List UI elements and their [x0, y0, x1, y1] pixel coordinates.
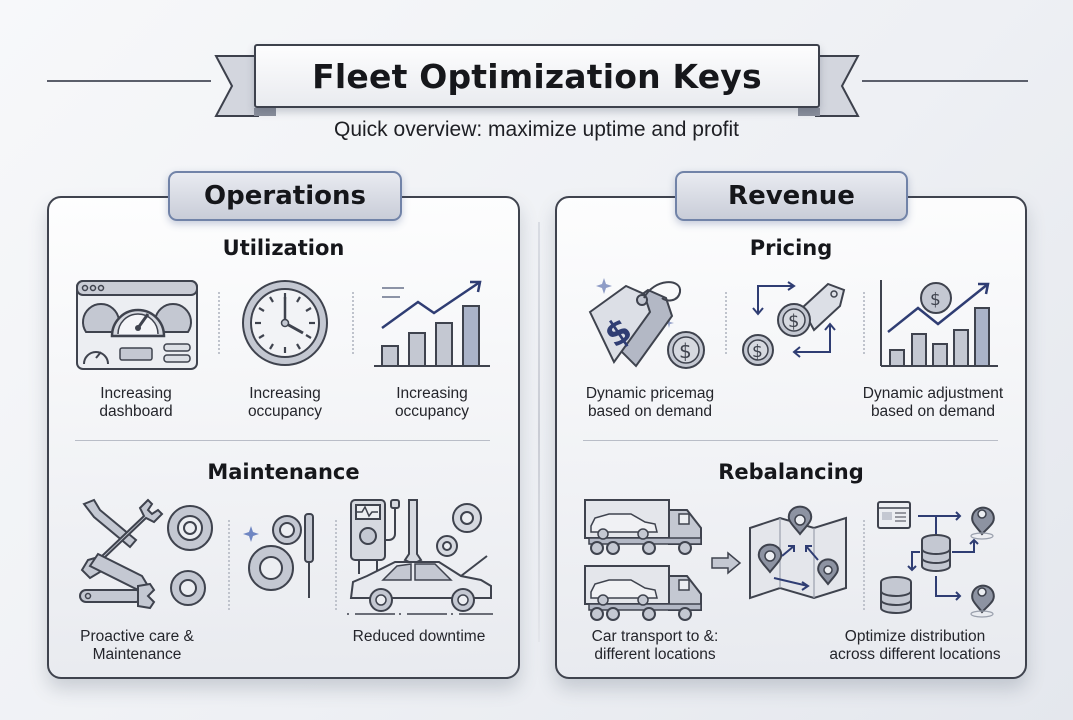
reduced-downtime-caption: Reduced downtime: [352, 628, 486, 645]
section-divider: [75, 440, 490, 441]
proactive-care-caption: Proactive care & Maintenance: [80, 628, 194, 663]
optimize-distribution-caption: Optimize distribution across different l…: [829, 628, 1001, 663]
pricemag-caption: Dynamic pricemag based on demand: [585, 385, 715, 420]
gears-screwdriver-icon: [243, 510, 325, 602]
dollar-bar-chart-icon: $: [878, 278, 1000, 370]
clock-icon: [241, 279, 329, 367]
svg-text:$: $: [930, 290, 941, 310]
column-separator: [228, 520, 230, 610]
right-arrow-icon: [711, 551, 742, 575]
svg-text:$: $: [752, 342, 763, 362]
bar-chart-caption: Increasing occupancy: [394, 385, 470, 420]
utilization-heading: Utilization: [222, 236, 345, 260]
dollar-exchange-icon: $ $: [742, 280, 848, 368]
diagnostic-car-icon: [345, 498, 495, 618]
pricing-heading: Pricing: [749, 236, 833, 260]
page-subtitle: Quick overview: maximize uptime and prof…: [334, 118, 739, 141]
header-rule-right: [862, 80, 1028, 82]
revenue-tab: Revenue: [675, 171, 908, 221]
distribution-network-icon: [876, 496, 1002, 620]
dashboard-icon: [76, 280, 198, 370]
column-separator: [725, 292, 727, 354]
column-separator: [863, 520, 865, 610]
page-title: Fleet Optimization Keys: [312, 56, 762, 96]
column-separator: [863, 292, 865, 354]
adjustment-caption: Dynamic adjustment based on demand: [862, 385, 1004, 420]
column-separator: [352, 292, 354, 354]
section-divider: [583, 440, 998, 441]
maintenance-heading: Maintenance: [207, 460, 360, 484]
operations-tab: Operations: [168, 171, 402, 221]
price-tag-dollar-icon: $ $: [582, 276, 710, 372]
ribbon-tail-left: [214, 54, 278, 118]
svg-text:$: $: [679, 339, 692, 363]
car-transport-caption: Car transport to &: different locations: [591, 628, 719, 663]
map-pins-icon: [746, 504, 850, 608]
rebalancing-heading: Rebalancing: [718, 460, 864, 484]
title-banner: Fleet Optimization Keys: [254, 44, 820, 108]
car-transport-truck-icon: [583, 498, 705, 622]
bar-chart-trend-icon: [372, 278, 492, 370]
column-separator: [218, 292, 220, 354]
column-separator: [335, 520, 337, 610]
header-rule-left: [47, 80, 211, 82]
wrenches-gears-icon: [76, 496, 216, 612]
dashboard-caption: Increasing dashboard: [99, 385, 173, 420]
center-separator: [538, 222, 540, 642]
clock-caption: Increasing occupancy: [247, 385, 323, 420]
svg-text:$: $: [788, 311, 799, 332]
